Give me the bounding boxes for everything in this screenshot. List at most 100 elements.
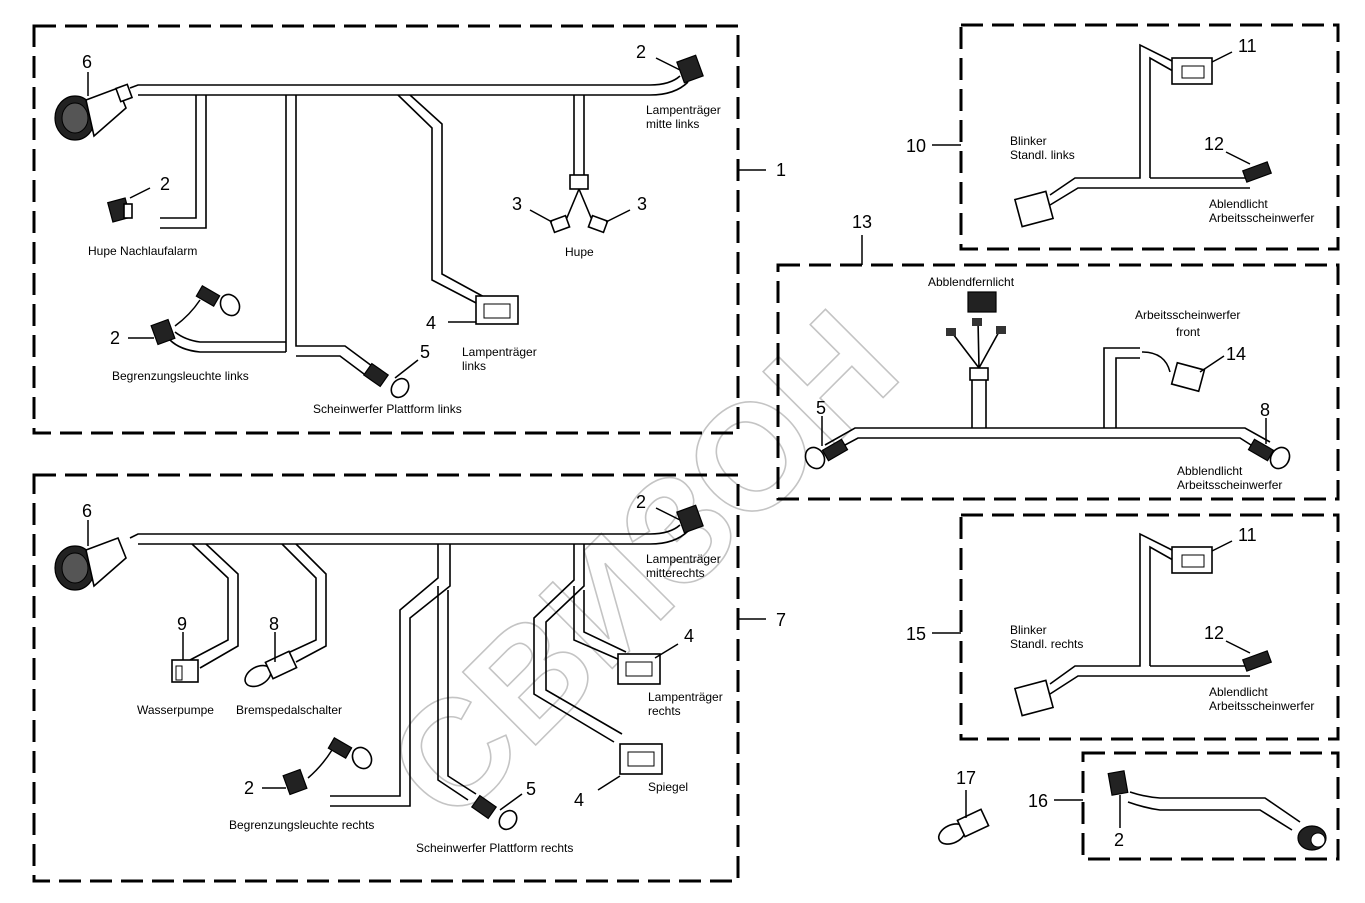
connector-2[interactable] — [1107, 770, 1129, 796]
label-standl-rechts: Standl. rechts — [1010, 637, 1083, 651]
callout-9: 9 — [177, 614, 187, 634]
callout-6: 6 — [82, 501, 92, 521]
connector-blinker-rechts[interactable] — [1013, 679, 1055, 717]
part-17-connector[interactable]: 17 — [936, 768, 990, 848]
callout-6: 6 — [82, 52, 92, 72]
connector-9-wasserpumpe[interactable] — [171, 659, 199, 683]
branch-begrenz-rechts — [330, 544, 451, 807]
harness-group-13[interactable]: 13 Abblendfernlicht 14 Arbeitsscheinwerf… — [776, 212, 1340, 501]
label-lampentraeger: Lampenträger — [648, 690, 723, 704]
harness-group-15[interactable]: 15 11 12 Blinker Standl. rechts Ablendli… — [906, 513, 1340, 741]
main-trunk — [129, 75, 689, 96]
callout-2: 2 — [160, 174, 170, 194]
callout-4: 4 — [684, 626, 694, 646]
label-ablendlicht: Ablendlicht — [1209, 685, 1268, 699]
connector-11[interactable] — [1171, 57, 1213, 85]
branch-wasserpumpe — [189, 543, 239, 669]
connector-2-begrenzungsleuchte-links[interactable] — [150, 284, 243, 346]
label-lampentraeger: Lampenträger — [646, 103, 721, 117]
round-connector-6[interactable] — [54, 83, 134, 141]
callout-2: 2 — [244, 778, 254, 798]
main-trunk — [129, 524, 689, 545]
branch-hupe — [573, 95, 585, 175]
connector-3-hupe-left[interactable] — [549, 214, 571, 234]
connector-2-hupe-nachlaufalarm[interactable] — [106, 197, 133, 223]
callout-7: 7 — [776, 610, 786, 630]
round-connector-6[interactable] — [54, 536, 127, 591]
round-connector[interactable] — [1297, 825, 1327, 851]
connector-2-begrenzungsleuchte-rechts[interactable] — [282, 736, 375, 796]
connector-8-right[interactable] — [1247, 438, 1293, 472]
label-bremspedalschalter: Bremspedalschalter — [236, 703, 342, 717]
callout-2: 2 — [636, 492, 646, 512]
callout-3: 3 — [637, 194, 647, 214]
label-hupe-nachlaufalarm: Hupe Nachlaufalarm — [88, 244, 197, 258]
callout-4: 4 — [426, 313, 436, 333]
label-hupe: Hupe — [565, 245, 594, 259]
connector-abblendfernlicht[interactable] — [946, 291, 1006, 336]
branch-lampe-rechts-upper — [573, 586, 627, 661]
callout-2: 2 — [110, 328, 120, 348]
callout-16: 16 — [1028, 791, 1048, 811]
branch-vertical-center — [285, 95, 381, 381]
harness-group-7[interactable]: 7 6 9 Wasserpumpe 8 Bremspedalschalter — [32, 473, 786, 883]
branch-bremspedal — [281, 543, 327, 663]
connector-blinker-links[interactable] — [1013, 190, 1055, 228]
connector-12[interactable] — [1241, 161, 1273, 183]
connector-5-scheinwerfer-rechts[interactable] — [470, 794, 520, 833]
callout-2: 2 — [636, 42, 646, 62]
callout-11: 11 — [1238, 36, 1257, 56]
connector-12[interactable] — [1241, 650, 1273, 672]
callout-1: 1 — [776, 160, 786, 180]
label-begrenzungsleuchte-rechts: Begrenzungsleuchte rechts — [229, 818, 374, 832]
connector-14-arbeitsscheinwerfer-front[interactable] — [1170, 361, 1206, 393]
callout-8: 8 — [269, 614, 279, 634]
label-links: links — [462, 359, 486, 373]
connector-8-bremspedalschalter[interactable] — [241, 650, 298, 690]
label-lampentraeger: Lampenträger — [646, 552, 721, 566]
branch-hupe-nachlauf — [160, 95, 207, 229]
callout-5: 5 — [420, 342, 430, 362]
connector-4-lampentraeger-links[interactable] — [475, 295, 519, 325]
label-blinker: Blinker — [1010, 134, 1047, 148]
label-lampentraeger: Lampenträger — [462, 345, 537, 359]
callout-5: 5 — [526, 779, 536, 799]
label-spiegel: Spiegel — [648, 780, 688, 794]
callout-8: 8 — [1260, 400, 1270, 420]
connector-5-scheinwerfer-links[interactable] — [362, 362, 412, 401]
callout-17: 17 — [956, 768, 976, 788]
label-ablendlicht: Ablendlicht — [1209, 197, 1268, 211]
connector-11[interactable] — [1171, 546, 1213, 574]
label-blinker: Blinker — [1010, 623, 1047, 637]
label-begrenzungsleuchte-links: Begrenzungsleuchte links — [112, 369, 249, 383]
harness-group-16[interactable]: 16 2 — [1028, 751, 1340, 861]
label-scheinwerfer-plattform-links: Scheinwerfer Plattform links — [313, 402, 462, 416]
label-abblendlicht: Abblendlicht — [1177, 464, 1243, 478]
group-7-frame — [32, 473, 740, 883]
label-arbeitsscheinwerfer: Arbeitsscheinwerfer — [1209, 699, 1314, 713]
group-15-frame — [959, 513, 1340, 741]
callout-3: 3 — [512, 194, 522, 214]
label-arbeitsscheinwerfer: Arbeitsscheinwerfer — [1209, 211, 1314, 225]
branch-schein-rechts — [437, 586, 477, 801]
group-16-frame — [1081, 751, 1340, 861]
connector-2-lampentraeger-mitterechts[interactable] — [676, 504, 704, 534]
label-standl-links: Standl. links — [1010, 148, 1075, 162]
harness-group-10[interactable]: 10 11 12 Blinker Standl. links Ablendlic… — [906, 23, 1340, 251]
connector-2-lampentraeger-mitte-links[interactable] — [676, 54, 704, 84]
harness-group-1[interactable]: 1 6 2 Hupe Nachlaufalarm — [32, 24, 786, 435]
connector-3-hupe-right[interactable] — [587, 214, 609, 234]
connector-5-left[interactable] — [802, 438, 849, 472]
callout-15: 15 — [906, 624, 926, 644]
label-rechts: rechts — [648, 704, 681, 718]
label-wasserpumpe: Wasserpumpe — [137, 703, 214, 717]
connector-4-spiegel[interactable] — [619, 743, 663, 775]
label-arbeitsscheinwerfer: Arbeitsscheinwerfer — [1135, 308, 1240, 322]
label-arbeitsscheinwerfer: Arbeitsscheinwerfer — [1177, 478, 1282, 492]
connector-4-lampentraeger-rechts[interactable] — [617, 653, 661, 685]
group-1-frame — [32, 24, 740, 435]
callout-12: 12 — [1204, 134, 1224, 154]
branch-lampe-links — [397, 94, 487, 306]
label-scheinwerfer-plattform-rechts: Scheinwerfer Plattform rechts — [416, 841, 573, 855]
group-10-frame — [959, 23, 1340, 251]
